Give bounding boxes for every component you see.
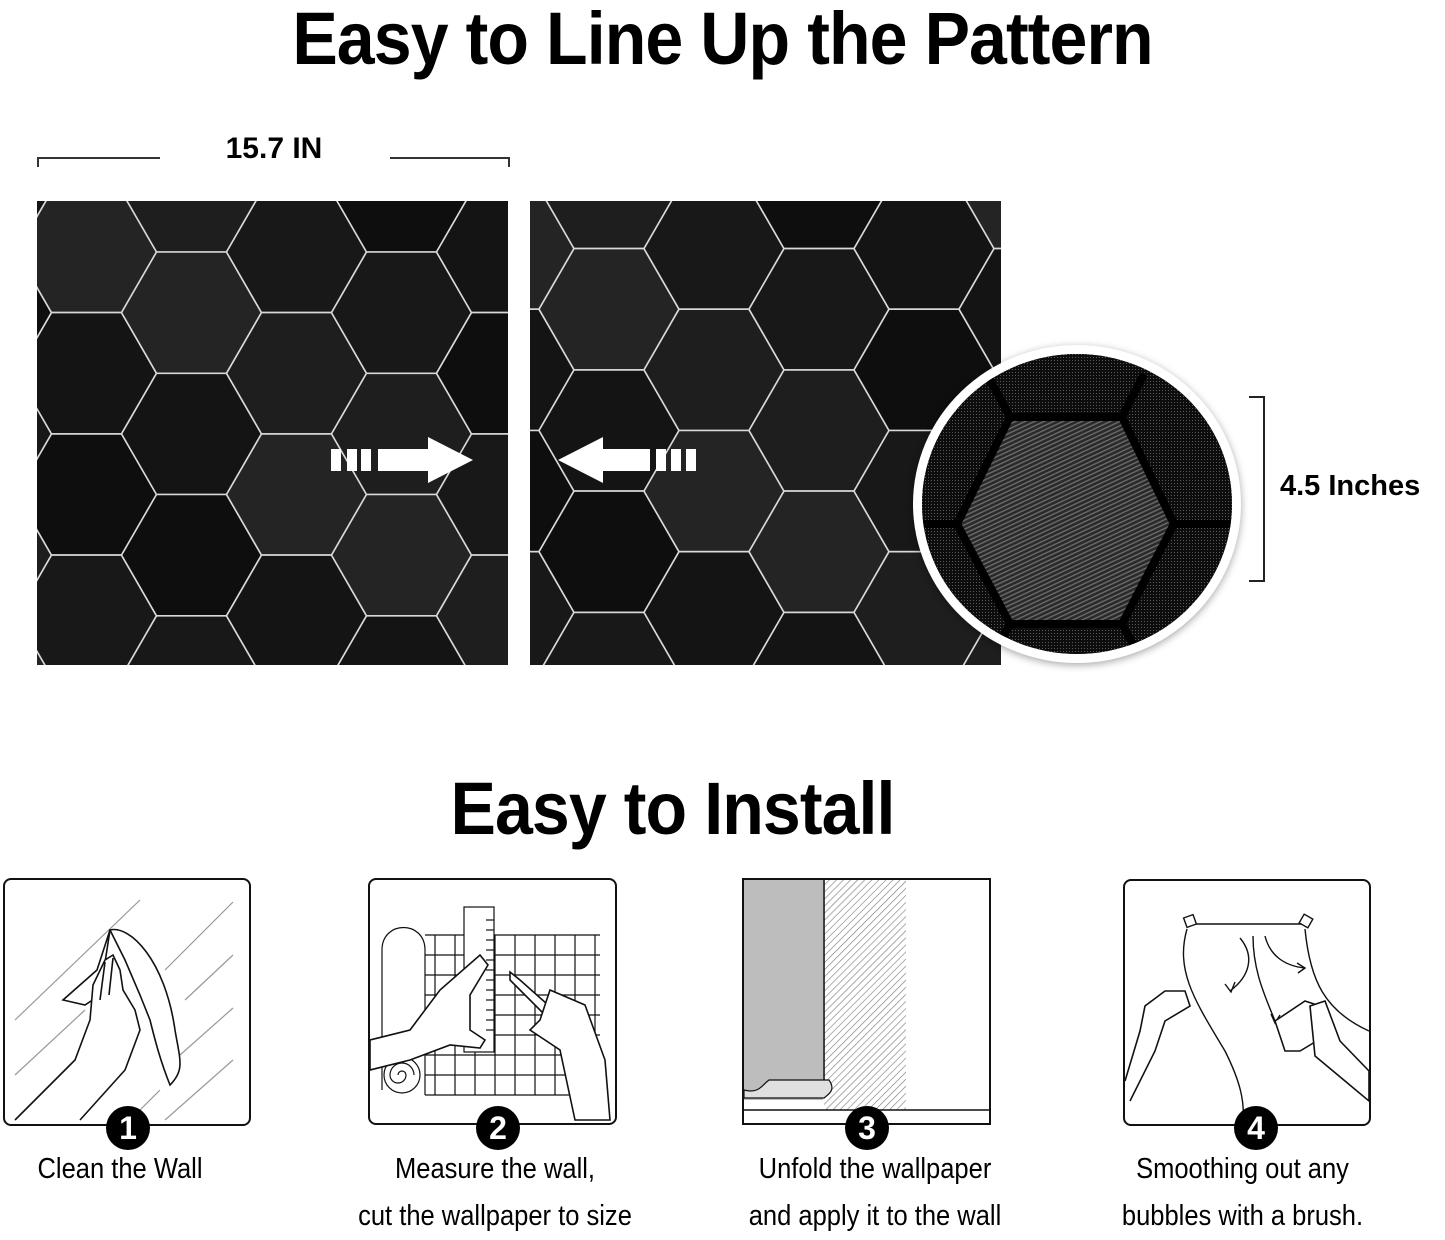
width-label: 15.7 IN [225,132,323,165]
step-3-caption: Unfold the wallpaper and apply it to the… [725,1146,1024,1240]
step-4-caption-line2: bubbles with a brush. [1121,1200,1364,1232]
measure-cut-icon [370,906,611,1121]
step-1-badge: 1 [106,1106,150,1150]
wallpaper-panel-left [37,201,508,665]
step-4-illustration [1123,879,1371,1126]
step-1-caption-line1: Clean the Wall [37,1153,203,1185]
hex-size-label: 4.5 Inches [1280,470,1421,502]
smoothing-brush-icon [1125,913,1369,1124]
step-2-badge: 2 [476,1106,520,1150]
wiping-hand-icon [14,899,234,1121]
arrow-left-icon [558,437,696,483]
step-4-caption: Smoothing out any bubbles with a brush. [1095,1146,1390,1240]
step-4-caption-line1: Smoothing out any [1136,1153,1349,1185]
wallpaper-panel-right [530,201,1001,665]
step-3-badge: 3 [845,1106,889,1150]
step-2-caption-line2: cut the wallpaper to size [358,1200,632,1232]
width-dimension-line-right [390,157,510,167]
hexagon-pattern [37,201,508,665]
step-3-caption-line1: Unfold the wallpaper [758,1153,992,1185]
step-1-illustration [3,878,251,1126]
step-2-caption-line1: Measure the wall, [394,1153,596,1185]
step-3-caption-line2: and apply it to the wall [748,1200,1002,1232]
pattern-section-title: Easy to Line Up the Pattern [292,0,1153,80]
hexagon-closeup-loupe [913,345,1241,663]
apply-wallpaper-icon [744,880,989,1111]
step-4-badge: 4 [1234,1106,1278,1150]
step-2-caption: Measure the wall, cut the wallpaper to s… [350,1146,640,1240]
step-1-caption: Clean the Wall [14,1146,225,1193]
width-dimension-line-left [37,157,160,167]
height-dimension-bracket [1249,396,1265,582]
step-3-illustration [742,878,991,1125]
arrow-right-icon [331,437,473,483]
step-2-illustration [368,878,617,1125]
install-section-title: Easy to Install [450,767,895,850]
hexagon-closeup [922,354,1232,654]
